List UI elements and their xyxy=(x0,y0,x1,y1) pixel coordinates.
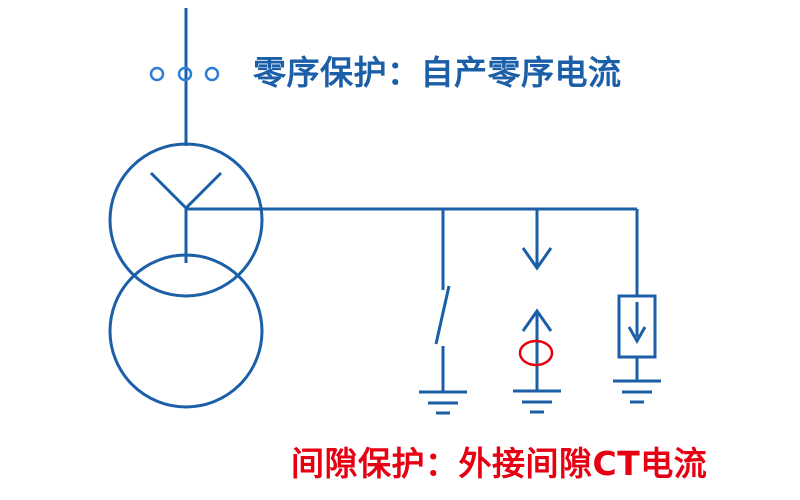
gap-lower-electrode-arrow xyxy=(521,308,553,332)
grounding-disconnector xyxy=(419,209,467,415)
disconnector-switch-blade xyxy=(434,285,451,345)
zero-sequence-protection-label: 零序保护：自产零序电流 xyxy=(253,53,622,92)
ground-icon xyxy=(513,389,561,414)
transformer-lower-winding-circle xyxy=(108,253,264,409)
surge-arrester xyxy=(613,209,661,404)
ct-circle-a xyxy=(149,66,165,82)
gap-protection-label: 间隙保护：外接间隙CT电流 xyxy=(291,444,708,483)
discharge-gap xyxy=(513,209,561,414)
gap-ct-highlight xyxy=(518,339,554,367)
arrester-arrow-head xyxy=(627,326,647,345)
ct-circle-b xyxy=(177,66,193,82)
ground-icon xyxy=(613,379,661,404)
three-phase-ct-icon xyxy=(149,66,220,82)
ct-circle-c xyxy=(204,66,220,82)
transformer-icon xyxy=(108,142,264,409)
wye-symbol xyxy=(149,171,223,263)
transformer-wye-winding-circle xyxy=(108,142,264,298)
gap-upper-electrode-arrow xyxy=(521,247,553,271)
ground-icon xyxy=(419,390,467,415)
